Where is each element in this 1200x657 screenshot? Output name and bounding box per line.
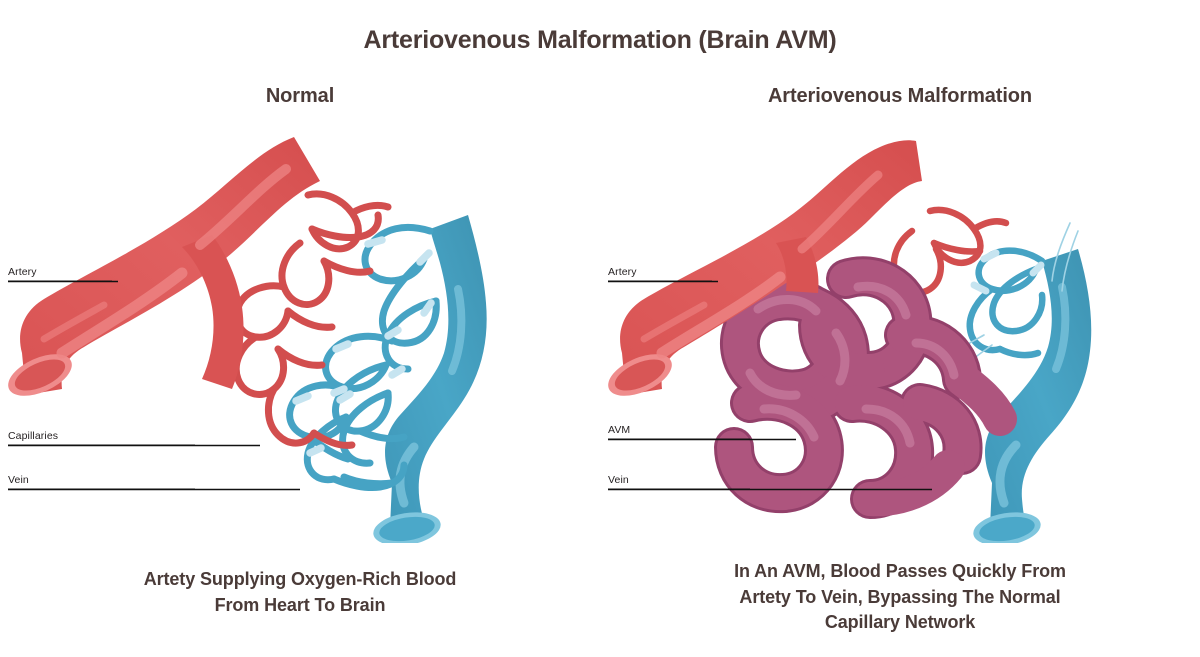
label-vein-text: Vein <box>8 474 29 486</box>
label-artery-text: Artery <box>608 266 637 278</box>
caption-line: In An AVM, Blood Passes Quickly From <box>734 561 1066 581</box>
artery-highlight-lower <box>656 271 786 359</box>
artery-highlight-upper <box>195 164 291 250</box>
panel-avm-title: Arteriovenous Malformation <box>767 85 1033 107</box>
label-vein-text: Vein <box>608 474 629 486</box>
artery-highlight-rim <box>640 301 708 343</box>
label-group-capillaries: Capillaries <box>8 430 260 447</box>
panel-normal: Normal <box>0 75 600 655</box>
caption-line: From Heart To Brain <box>214 594 386 615</box>
artery-highlight-upper <box>797 170 883 254</box>
panel-avm-caption: In An AVM, Blood Passes Quickly From Art… <box>600 559 1200 636</box>
caption-line: Artety To Vein, Bypassing The Normal <box>739 586 1061 607</box>
label-artery-text: Artery <box>8 266 37 278</box>
artery-highlight-lower <box>56 267 188 359</box>
avm-tangle-highlights <box>745 281 959 448</box>
panel-avm: Arteriovenous Malformation <box>600 75 1200 655</box>
capillary-network-venous <box>286 223 440 491</box>
capillary-transition-zone <box>292 236 435 457</box>
vein-opening-lumen <box>979 516 1035 542</box>
vein-highlight-upper <box>448 285 466 375</box>
artery-opening-lumen <box>614 359 666 391</box>
vein-highlight-upper <box>1052 283 1070 373</box>
panel-normal-caption: Artety Supplying Oxygen-Rich Blood From … <box>0 567 600 618</box>
residual-capillary-venous <box>966 247 1046 359</box>
artery-highlight-rim <box>40 301 108 343</box>
panels-container: Normal <box>0 75 1200 655</box>
panel-normal-title: Normal <box>265 85 335 107</box>
vein-vessel <box>373 215 487 543</box>
caption-line: Artety Supplying Oxygen-Rich Blood <box>143 569 457 589</box>
label-group-vein: Vein <box>8 474 300 491</box>
artery-vessel <box>608 140 922 396</box>
vein-opening-lumen <box>379 516 435 542</box>
label-capillaries-text: Capillaries <box>8 430 58 442</box>
vein-vessel <box>973 249 1092 543</box>
artery-descending-branch <box>182 235 244 389</box>
caption-line: Capillary Network <box>824 612 976 633</box>
label-group-artery: Artery <box>8 266 118 283</box>
residual-capillary-transition <box>970 249 1045 295</box>
label-avm-text: AVM <box>608 424 630 436</box>
artery-vessel <box>8 137 321 396</box>
avm-vasculature-figure: Artery AVM Vein <box>608 140 1092 543</box>
label-group-avm: AVM <box>608 424 796 441</box>
label-group-artery: Artery <box>608 266 718 283</box>
label-group-vein: Vein <box>608 474 932 491</box>
artery-feeder-branch <box>776 237 819 293</box>
page-title: Arteriovenous Malformation (Brain AVM) <box>363 26 837 54</box>
avm-tangle-main <box>717 259 1017 517</box>
normal-vasculature-figure: Artery Capillaries Vein <box>8 137 487 543</box>
vein-highlight-lower <box>995 440 1021 508</box>
avm-nidus <box>714 256 1017 519</box>
artery-opening-lumen <box>14 359 66 391</box>
